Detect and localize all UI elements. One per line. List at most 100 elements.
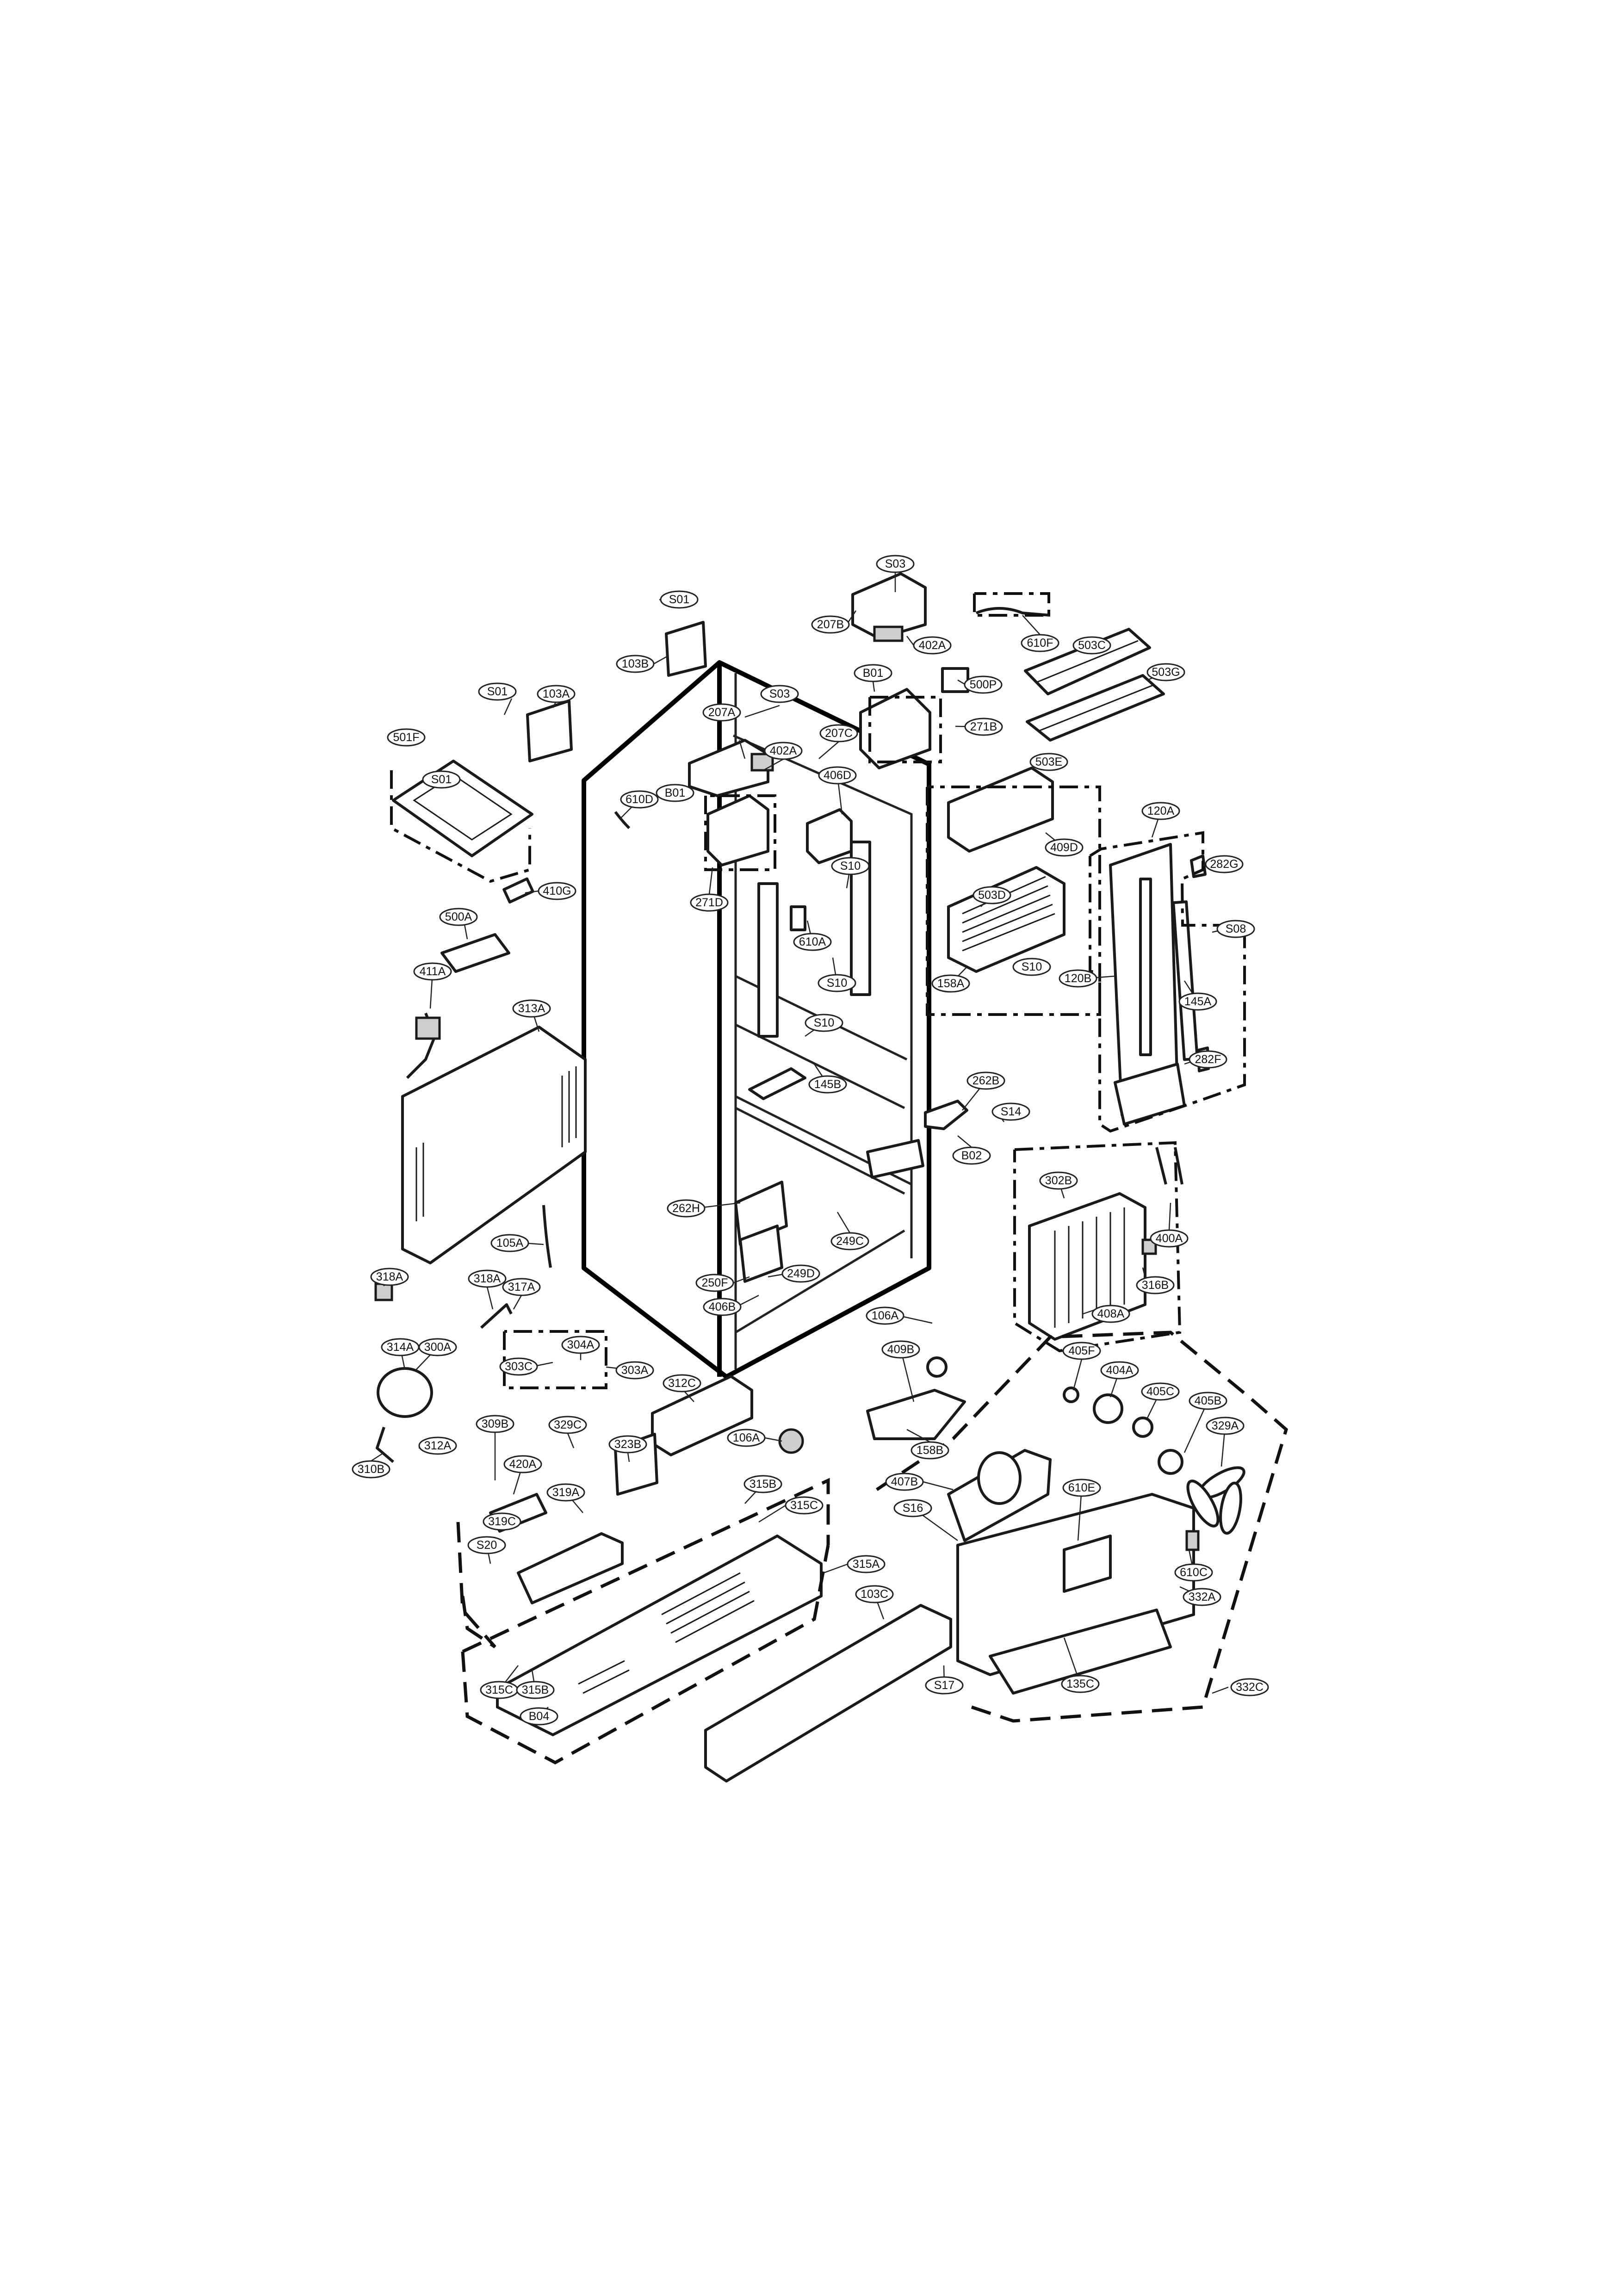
svg-text:103A: 103A: [543, 687, 570, 700]
part-label: 158A: [931, 974, 970, 993]
part-label: S03: [760, 685, 799, 703]
fan-duct-parts: [866, 1386, 1245, 1695]
part-label: B02: [952, 1146, 991, 1165]
part-label: 405B: [1189, 1392, 1227, 1410]
svg-text:420A: 420A: [509, 1458, 537, 1471]
svg-text:312A: 312A: [424, 1439, 452, 1452]
part-label: 106A: [866, 1306, 904, 1325]
part-label: 158B: [911, 1441, 949, 1460]
part-label: 610F: [1021, 634, 1059, 652]
svg-text:329A: 329A: [1212, 1419, 1239, 1432]
svg-text:318A: 318A: [474, 1272, 501, 1285]
svg-text:262B: 262B: [973, 1074, 999, 1087]
part-label: 406B: [703, 1298, 742, 1316]
part-label: 316B: [1136, 1276, 1175, 1294]
part-label: 207A: [702, 703, 741, 722]
part-label: 309B: [476, 1415, 514, 1433]
part-label: S20: [467, 1536, 506, 1554]
part-label: 282G: [1205, 855, 1244, 873]
svg-text:405C: 405C: [1146, 1385, 1174, 1398]
part-label: 319A: [546, 1483, 585, 1502]
svg-text:309B: 309B: [482, 1417, 508, 1430]
part-label: 400A: [1150, 1229, 1189, 1248]
part-label: 500P: [964, 675, 1003, 694]
part-label: 407B: [885, 1473, 924, 1491]
part-label: 262H: [667, 1199, 706, 1218]
svg-text:500P: 500P: [970, 678, 997, 691]
svg-text:S16: S16: [903, 1502, 923, 1515]
part-label: 310B: [352, 1460, 390, 1479]
part-label: 315A: [847, 1555, 886, 1573]
svg-text:S01: S01: [431, 773, 452, 786]
part-label: 207B: [811, 615, 850, 634]
svg-text:S10: S10: [1022, 960, 1042, 973]
rear-panel-parts: [374, 1026, 952, 1782]
part-label: 402A: [764, 742, 803, 760]
part-label: S10: [1012, 958, 1051, 976]
part-label: 313A: [512, 999, 551, 1018]
svg-text:503G: 503G: [1152, 666, 1180, 679]
part-label: 271B: [964, 718, 1003, 736]
svg-text:B04: B04: [529, 1710, 550, 1723]
svg-text:249C: 249C: [836, 1235, 864, 1248]
part-label: 318A: [370, 1268, 409, 1286]
svg-text:503D: 503D: [978, 889, 1006, 902]
svg-text:501F: 501F: [393, 731, 420, 744]
part-label: 105A: [490, 1234, 529, 1252]
part-label: S10: [805, 1014, 843, 1032]
part-label: 120B: [1059, 969, 1097, 988]
svg-text:105A: 105A: [496, 1237, 524, 1250]
svg-text:145B: 145B: [814, 1078, 841, 1091]
svg-text:249D: 249D: [787, 1267, 815, 1280]
svg-text:S17: S17: [934, 1679, 954, 1692]
svg-text:106A: 106A: [733, 1431, 760, 1444]
part-label: 317A: [502, 1278, 541, 1296]
part-label: 406D: [818, 766, 857, 785]
svg-text:411A: 411A: [420, 965, 446, 978]
svg-text:402A: 402A: [919, 639, 946, 652]
part-label: S17: [925, 1676, 964, 1695]
part-label: 103C: [855, 1585, 894, 1603]
part-label: 332A: [1183, 1588, 1221, 1606]
part-label: 250F: [695, 1274, 734, 1292]
part-label: 319C: [483, 1512, 521, 1531]
svg-text:S01: S01: [487, 685, 508, 698]
part-label: 262B: [966, 1071, 1005, 1090]
part-label: 402A: [913, 636, 952, 655]
part-label: S10: [818, 974, 856, 992]
svg-text:610D: 610D: [626, 793, 653, 806]
part-label: 303C: [499, 1357, 538, 1376]
part-label: 103A: [537, 685, 576, 703]
part-label: 409B: [881, 1340, 920, 1359]
part-label: 410G: [538, 882, 576, 900]
svg-text:400A: 400A: [1156, 1232, 1183, 1245]
part-label: 329A: [1206, 1417, 1245, 1435]
part-label: 329C: [548, 1416, 587, 1434]
grouping-outlines: [390, 592, 1288, 1764]
svg-text:610E: 610E: [1068, 1481, 1095, 1494]
part-label: 409D: [1045, 838, 1084, 857]
part-label: 145B: [808, 1075, 847, 1094]
svg-text:B01: B01: [863, 667, 883, 680]
part-label: 332C: [1230, 1678, 1269, 1696]
svg-text:158A: 158A: [937, 977, 965, 990]
svg-text:120A: 120A: [1147, 805, 1175, 817]
svg-text:318A: 318A: [376, 1270, 403, 1283]
part-label: S01: [478, 682, 517, 701]
part-label: 610C: [1174, 1563, 1213, 1582]
svg-text:207A: 207A: [708, 706, 736, 719]
svg-text:262H: 262H: [672, 1202, 700, 1215]
svg-text:271B: 271B: [970, 720, 997, 733]
svg-text:315C: 315C: [485, 1683, 513, 1696]
part-label: 501F: [387, 728, 426, 747]
part-label: 282F: [1189, 1050, 1227, 1069]
part-label: 103B: [616, 655, 655, 673]
part-label: 315B: [516, 1681, 555, 1699]
part-label: 135C: [1061, 1675, 1100, 1693]
svg-text:310B: 310B: [358, 1463, 384, 1476]
part-label: B04: [520, 1707, 558, 1726]
part-label: B01: [854, 664, 892, 682]
part-label: S14: [991, 1102, 1030, 1121]
part-label: 404A: [1100, 1361, 1139, 1380]
